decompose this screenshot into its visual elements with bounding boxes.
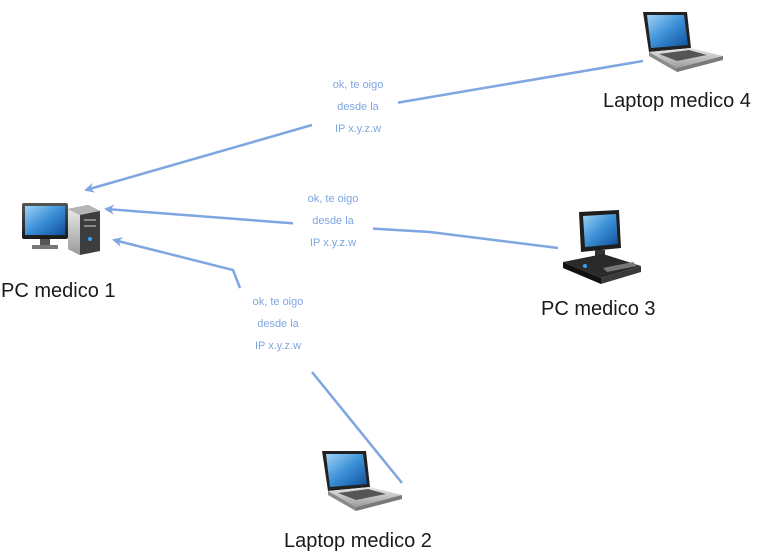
node-label-laptop4: Laptop medico 4	[603, 90, 751, 112]
edge-label-pc3: ok, te oigo desde la IP x.y.z.w	[293, 193, 373, 249]
edge-pc3-to-pc1	[106, 209, 559, 250]
node-label-pc1: PC medico 1	[1, 280, 116, 302]
edge-laptop2-to-pc1	[114, 240, 403, 484]
node-label-pc3: PC medico 3	[541, 298, 656, 320]
edge-label-line: IP x.y.z.w	[334, 123, 382, 135]
edge-label-laptop2: ok, te oigo desde la IP x.y.z.w	[238, 296, 318, 352]
edge-label-line: desde la	[312, 215, 354, 227]
edge-label-line: desde la	[257, 318, 299, 330]
node-label-laptop2: Laptop medico 2	[284, 530, 432, 552]
edge-label-line: IP x.y.z.w	[254, 340, 302, 352]
laptop-icon	[643, 12, 723, 72]
desktop-workstation-icon	[563, 210, 641, 284]
edge-label-line: desde la	[337, 101, 379, 113]
edge-label-line: IP x.y.z.w	[309, 237, 357, 249]
laptop-icon	[322, 451, 402, 511]
edge-label-laptop4: ok, te oigo desde la IP x.y.z.w	[318, 79, 398, 135]
edge-label-line: ok, te oigo	[307, 193, 359, 205]
edge-label-line: ok, te oigo	[332, 79, 384, 91]
edge-laptop4-to-pc1	[86, 59, 644, 190]
desktop-tower-icon	[22, 203, 100, 255]
edge-label-line: ok, te oigo	[252, 296, 304, 308]
